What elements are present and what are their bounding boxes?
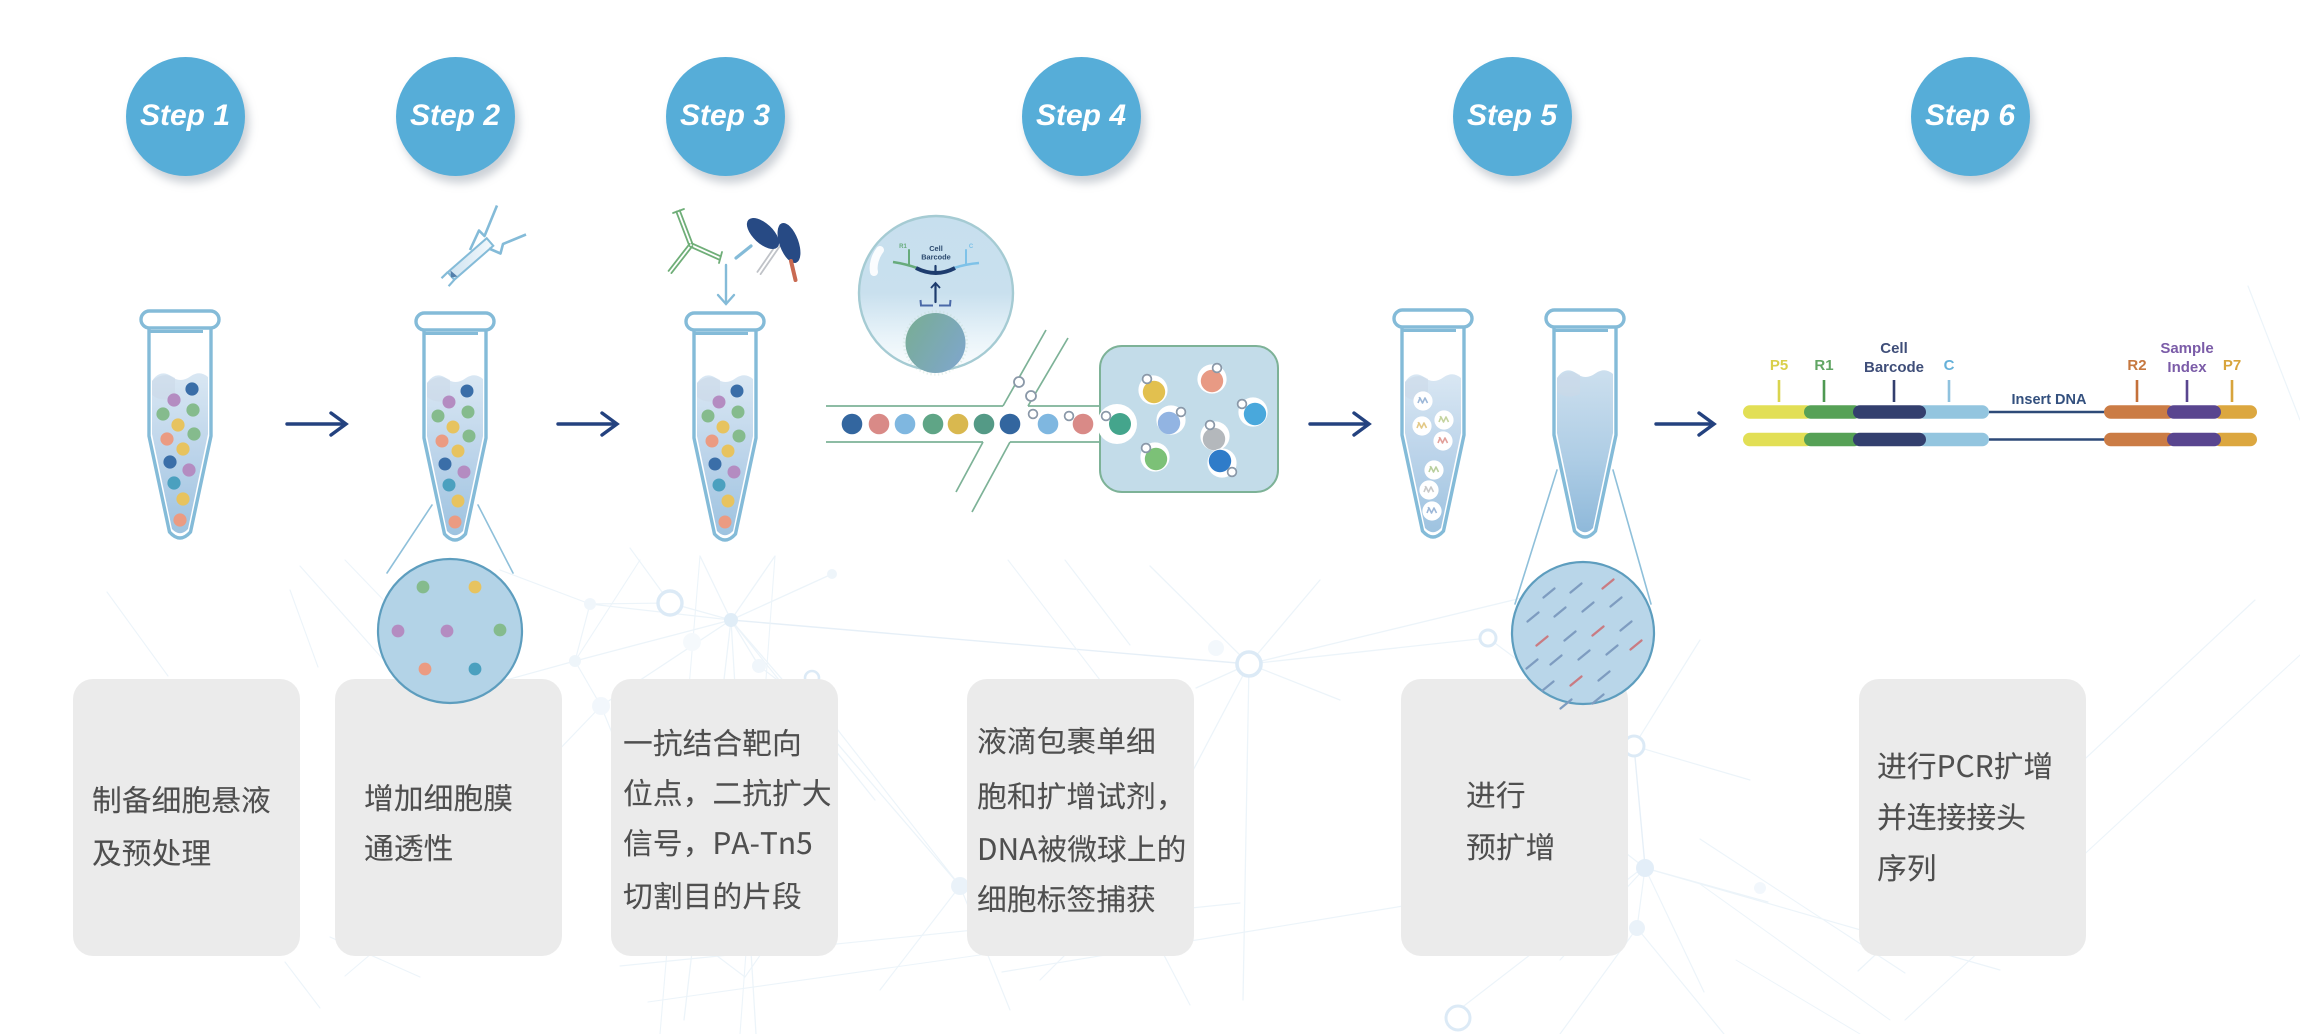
svg-text:Sample: Sample <box>2160 340 2213 357</box>
svg-text:Cell: Cell <box>929 244 943 253</box>
svg-text:Insert DNA: Insert DNA <box>2012 392 2087 408</box>
svg-text:R1: R1 <box>899 244 907 250</box>
svg-text:R2: R2 <box>2127 357 2146 374</box>
svg-text:P5: P5 <box>1770 357 1788 374</box>
svg-text:P7: P7 <box>2223 357 2241 374</box>
svg-text:Barcode: Barcode <box>1864 359 1924 376</box>
svg-text:Index: Index <box>2167 359 2207 376</box>
svg-text:R1: R1 <box>1814 357 1833 374</box>
svg-text:C: C <box>969 244 974 250</box>
svg-text:Cell: Cell <box>1880 340 1908 357</box>
svg-text:Barcode: Barcode <box>921 253 951 262</box>
svg-text:C: C <box>1944 357 1955 374</box>
